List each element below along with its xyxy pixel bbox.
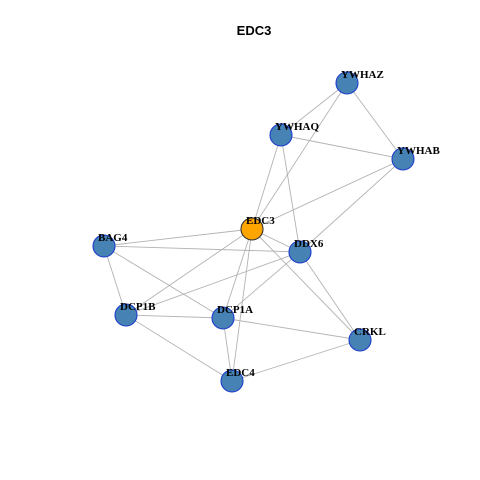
- node-label-crkl: CRKL: [354, 326, 386, 338]
- graph-title: EDC3: [237, 23, 272, 38]
- edge-edc3-bag4: [103, 228, 253, 247]
- node-ywhaq: [269, 123, 293, 147]
- edge-dcp1b-edc4: [125, 314, 233, 382]
- edge-ywhaq-ywhab: [280, 134, 404, 160]
- edge-edc3-edc4: [231, 228, 253, 382]
- edge-ddx6-dcp1b: [125, 251, 301, 316]
- edge-ywhaq-ddx6: [280, 134, 301, 253]
- edge-bag4-dcp1b: [103, 245, 127, 316]
- edge-bag4-dcp1a: [103, 245, 224, 319]
- node-crkl: [348, 328, 372, 352]
- node-label-ddx6: DDX6: [294, 238, 324, 250]
- edge-edc3-crkl: [251, 228, 361, 341]
- node-dcp1b: [114, 303, 138, 327]
- edge-ddx6-crkl: [299, 251, 361, 341]
- node-ddx6: [288, 240, 312, 264]
- node-edc3: [240, 217, 264, 241]
- node-label-ywhaz: YWHAZ: [341, 69, 384, 81]
- node-label-dcp1b: DCP1B: [120, 301, 156, 313]
- edge-ywhaq-edc3: [251, 134, 282, 230]
- edge-ywhaz-edc3: [251, 82, 348, 230]
- node-label-edc4: EDC4: [226, 367, 255, 379]
- edge-ddx6-dcp1a: [222, 251, 301, 319]
- node-label-dcp1a: DCP1A: [217, 304, 253, 316]
- node-ywhab: [391, 147, 415, 171]
- node-ywhaz: [335, 71, 359, 95]
- edge-edc3-dcp1a: [222, 228, 253, 319]
- edge-ywhaz-ywhab: [346, 82, 404, 160]
- node-label-ywhab: YWHAB: [397, 145, 440, 157]
- node-dcp1a: [211, 306, 235, 330]
- node-edc4: [220, 369, 244, 393]
- node-label-ywhaq: YWHAQ: [275, 121, 319, 133]
- edge-dcp1b-dcp1a: [125, 314, 224, 319]
- node-bag4: [92, 234, 116, 258]
- edge-ywhab-edc3: [251, 158, 404, 230]
- node-label-bag4: BAG4: [98, 232, 128, 244]
- edge-ywhaz-ywhaq: [280, 82, 348, 136]
- node-layer: [92, 71, 415, 393]
- edge-dcp1a-crkl: [222, 317, 361, 341]
- edge-bag4-ddx6: [103, 245, 301, 253]
- edge-crkl-edc4: [231, 339, 361, 382]
- node-label-edc3: EDC3: [246, 215, 275, 227]
- edge-edc3-dcp1b: [125, 228, 253, 316]
- edge-ywhab-ddx6: [299, 158, 404, 253]
